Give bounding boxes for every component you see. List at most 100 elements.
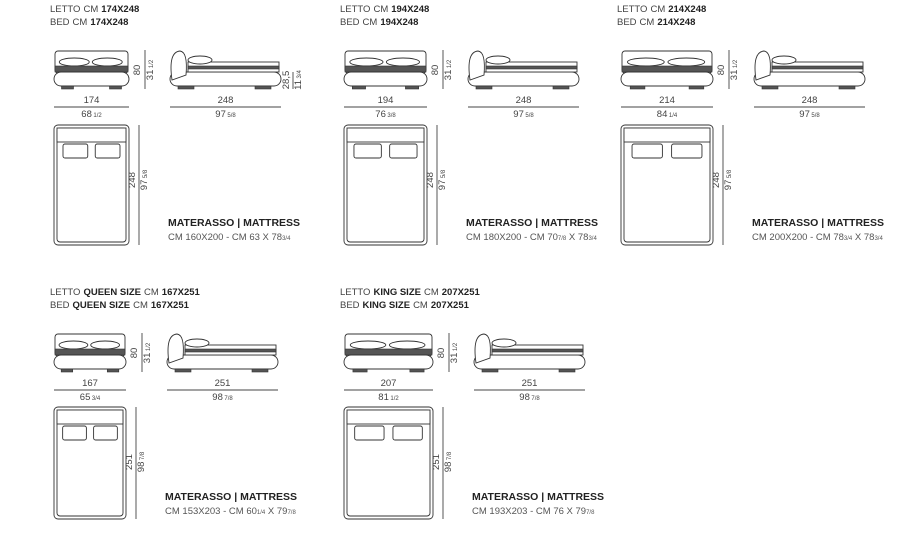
- cm-label: CM: [640, 17, 655, 28]
- base-height-in: 113/4: [293, 69, 304, 89]
- length-in-whole: 98: [212, 392, 223, 403]
- width-in-whole: 68: [81, 109, 92, 120]
- top-length-in-whole: 97: [437, 180, 448, 191]
- height-cm: 80: [129, 348, 140, 359]
- height-in: 311/2: [145, 59, 156, 80]
- width-in-whole: 65: [80, 392, 91, 403]
- height-in: 311/2: [449, 342, 460, 363]
- bed-size: 214X248: [657, 17, 695, 28]
- label_en: BED: [617, 17, 637, 28]
- label_en: BED: [340, 17, 360, 28]
- length-in-fraction: 7/8: [224, 396, 233, 402]
- mattress-width-in: 60: [246, 506, 257, 517]
- mattress-title: MATERASSO | MATTRESS: [752, 217, 884, 229]
- top-view: [620, 124, 714, 246]
- bed-size: 194X248: [391, 4, 429, 15]
- mattress-size: CM 160X200 - CM 63 X 783/4: [168, 232, 291, 243]
- height-in-whole: 31: [443, 70, 454, 81]
- height-in-whole: 31: [449, 353, 460, 364]
- mattress-length-fraction: 7/8: [287, 510, 296, 516]
- side-view: [166, 333, 279, 373]
- width-cm: 194: [378, 95, 394, 106]
- front-view: [53, 333, 127, 373]
- bed-size: 174X248: [90, 17, 128, 28]
- separator: - CM: [220, 506, 246, 517]
- bed-size: 194X248: [380, 17, 418, 28]
- width-cm: 167: [82, 378, 98, 389]
- cm-label: CM: [650, 4, 665, 15]
- length-cm: 251: [215, 378, 231, 389]
- mattress-cm: CM 160X200: [168, 232, 223, 243]
- base-height-in-fraction: 3/4: [297, 69, 303, 78]
- width-in-fraction: 3/8: [387, 113, 396, 119]
- top-length-in: 975/8: [139, 169, 150, 190]
- width-in-fraction: 1/4: [669, 113, 678, 119]
- bed-size: 207X251: [431, 300, 470, 311]
- top-length-in: 987/8: [136, 451, 147, 472]
- top-length-cm: 251: [431, 454, 442, 470]
- top-length-cm: 248: [711, 172, 722, 188]
- size-name: QUEEN SIZE: [73, 300, 131, 311]
- cm-label: CM: [363, 17, 378, 28]
- separator: X: [852, 232, 864, 243]
- width-cm: 174: [84, 95, 100, 106]
- bed-size: 167X251: [151, 300, 190, 311]
- top-length-cm: 248: [425, 172, 436, 188]
- width-in-whole: 84: [657, 109, 668, 120]
- label_en: BED: [340, 300, 360, 311]
- mattress-length-fraction: 3/4: [588, 236, 597, 242]
- height-in-whole: 31: [142, 353, 153, 364]
- width-in-whole: 81: [378, 392, 389, 403]
- height-in: 311/2: [443, 59, 454, 80]
- mattress-cm: CM 193X203: [472, 506, 527, 517]
- top-length-in-fraction: 5/8: [143, 169, 149, 178]
- height-in: 311/2: [729, 59, 740, 80]
- length-in-whole: 98: [519, 392, 530, 403]
- top-view: [53, 124, 130, 246]
- front-view: [620, 50, 714, 90]
- top-view: [53, 406, 127, 520]
- mattress-width-in: 63: [249, 232, 260, 243]
- mattress-length-in: 78: [578, 232, 589, 243]
- mattress-size: CM 193X203 - CM 76 X 797/8: [472, 506, 595, 517]
- top-length-in-whole: 97: [723, 180, 734, 191]
- mattress-width-in: 76: [553, 506, 564, 517]
- height-cm: 80: [430, 65, 441, 76]
- height-in-whole: 31: [145, 70, 156, 81]
- height-in-fraction: 1/2: [447, 59, 453, 68]
- top-length-cm: 248: [127, 172, 138, 188]
- bed-size: 167X251: [162, 287, 201, 298]
- top-length-cm: 251: [124, 454, 135, 470]
- cm-label: CM: [144, 287, 159, 298]
- height-in-fraction: 1/2: [733, 59, 739, 68]
- mattress-length-fraction: 7/8: [586, 510, 595, 516]
- label_en: BED: [50, 17, 70, 28]
- mattress-width-fraction: 3/4: [844, 236, 853, 242]
- separator: - CM: [223, 232, 249, 243]
- height-in-fraction: 1/2: [146, 342, 152, 351]
- length-in-whole: 97: [799, 109, 810, 120]
- mattress-title: MATERASSO | MATTRESS: [472, 491, 604, 503]
- height-in-whole: 31: [729, 70, 740, 81]
- size-name: QUEEN SIZE: [83, 287, 141, 298]
- label_it: LETTO: [50, 4, 80, 15]
- length-cm: 248: [218, 95, 234, 106]
